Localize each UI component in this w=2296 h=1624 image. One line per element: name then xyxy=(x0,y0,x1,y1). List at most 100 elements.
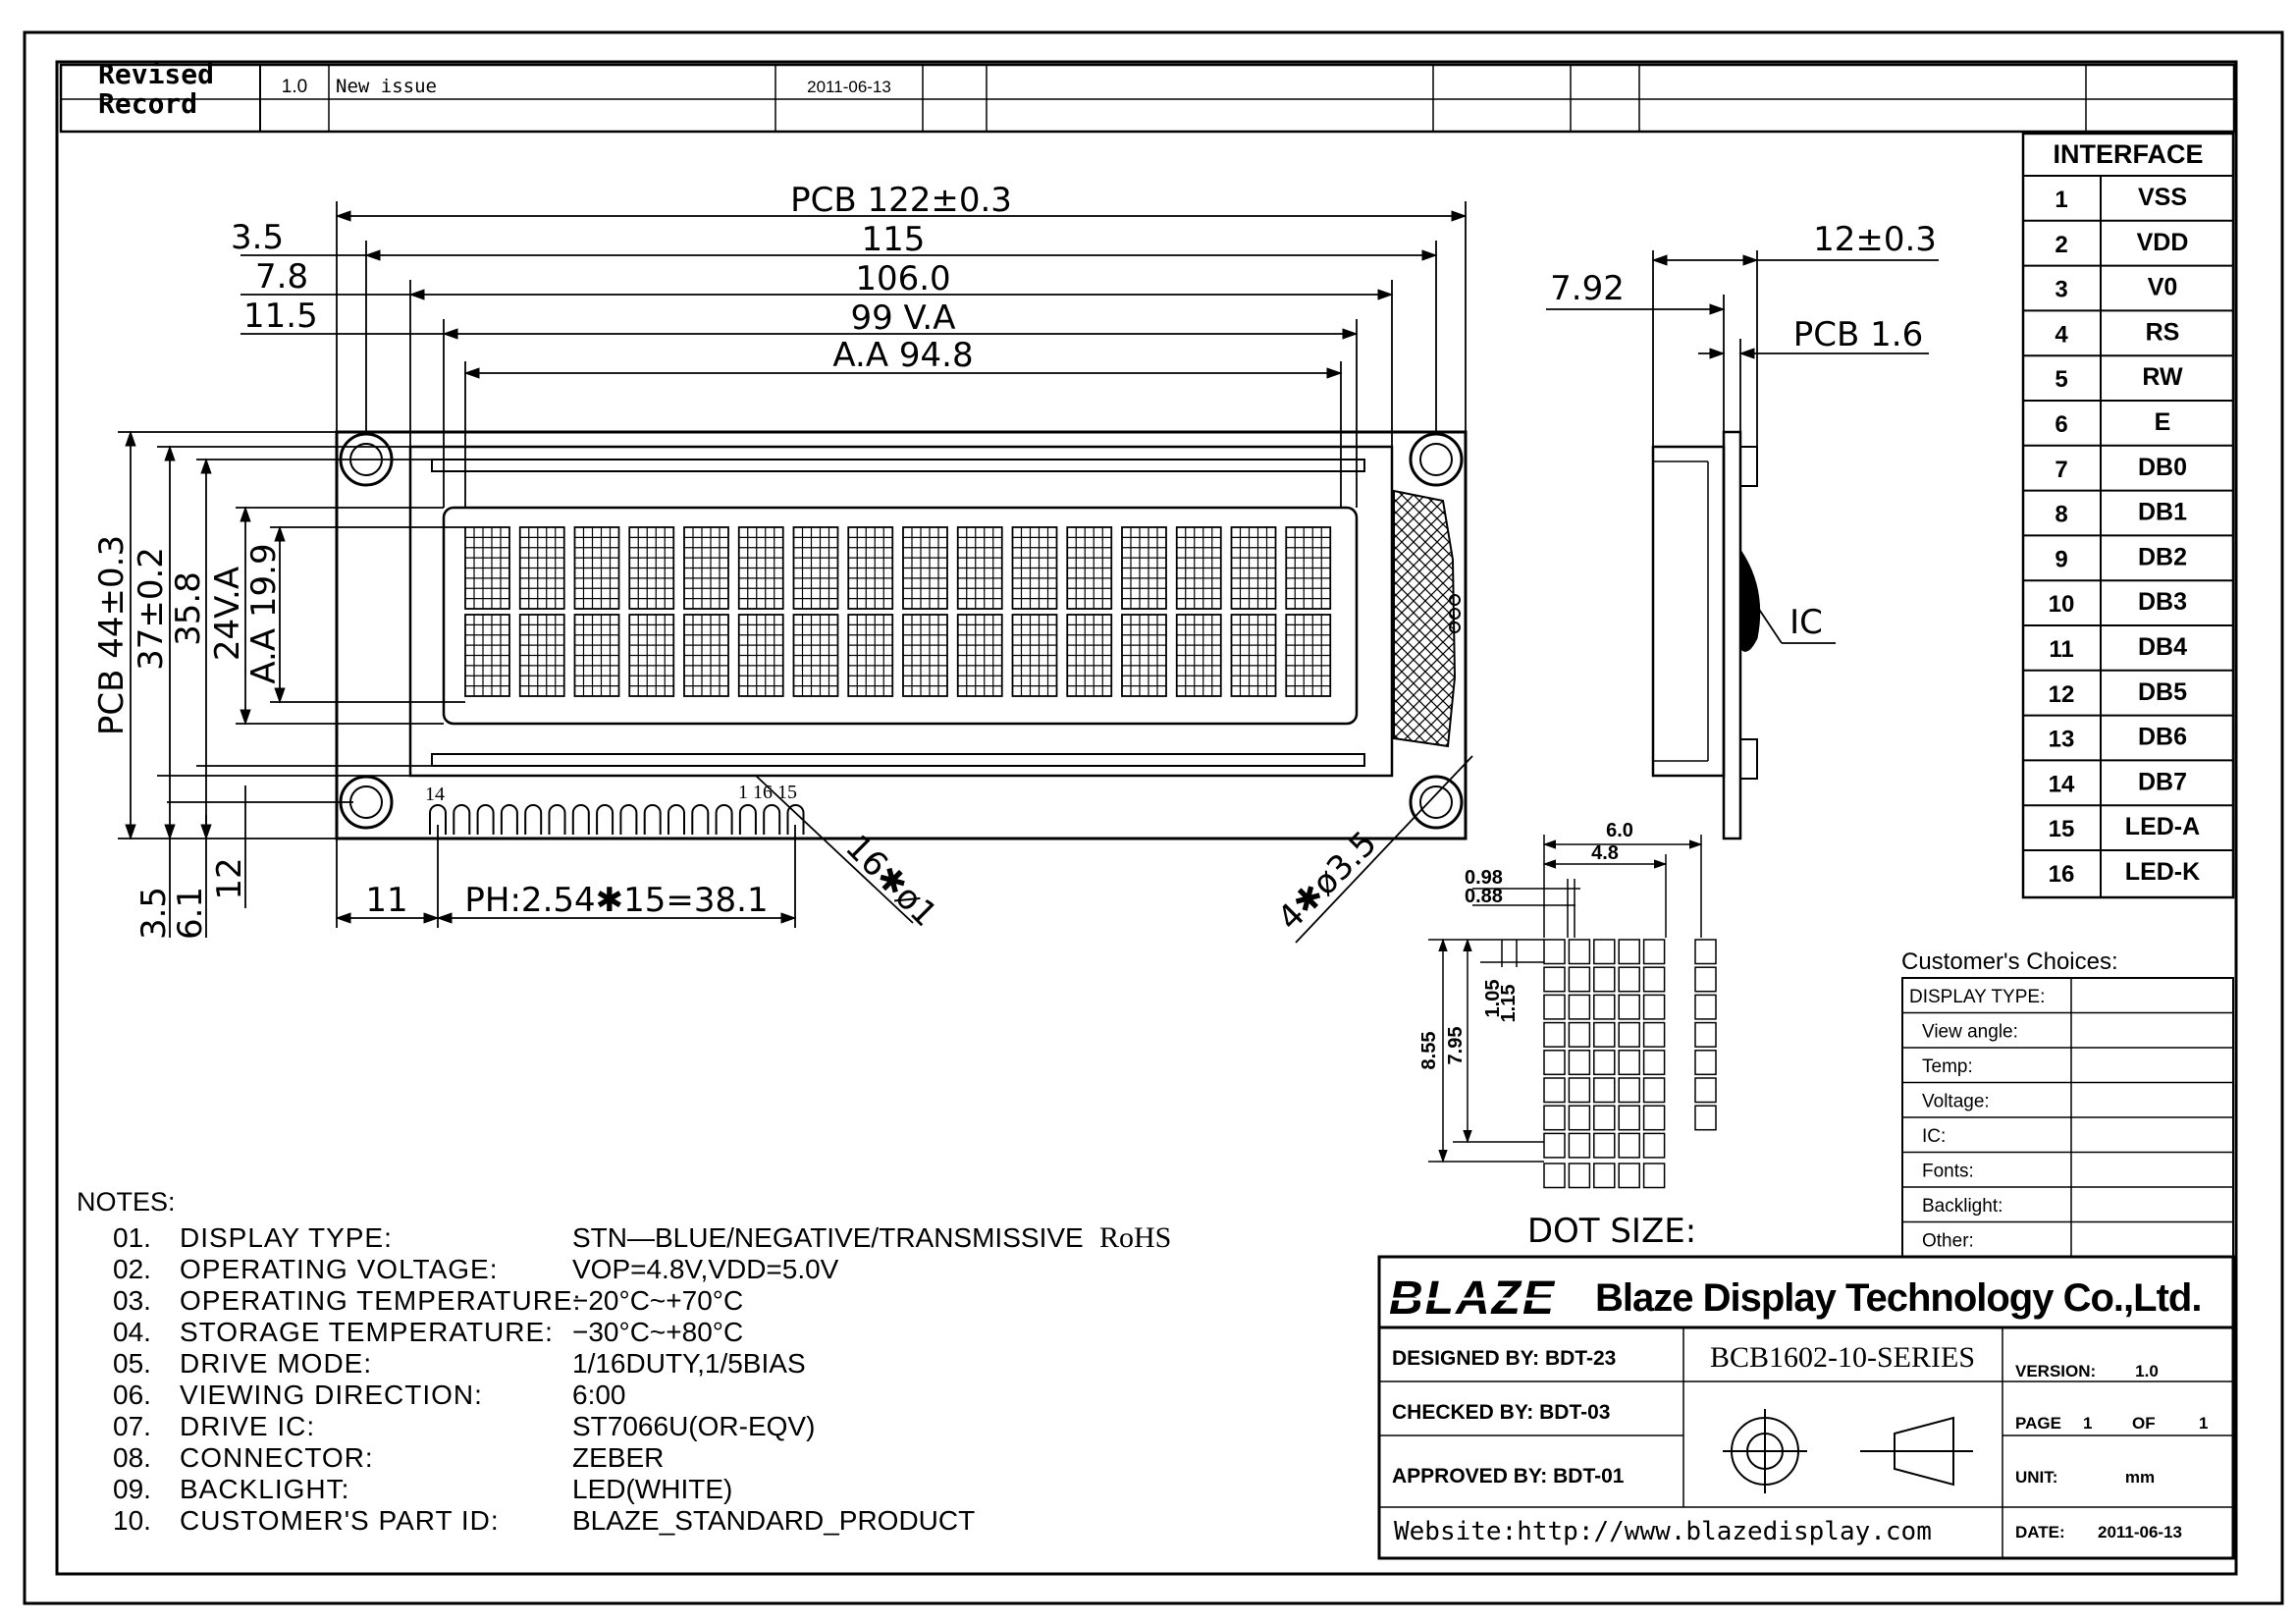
dim-bottom-3-5: 3.5 xyxy=(134,887,174,940)
lcd-character-cell xyxy=(573,526,620,610)
dot xyxy=(1642,994,1666,1020)
note-number: 08. xyxy=(113,1442,151,1473)
dim-8-55: 8.55 xyxy=(1418,1032,1440,1070)
projection-symbol xyxy=(1723,1409,1973,1493)
note-label: CONNECTOR: xyxy=(180,1442,374,1473)
of-value: 1 xyxy=(2199,1414,2208,1433)
dot xyxy=(1543,1077,1566,1104)
pin-name: RW xyxy=(2142,363,2183,391)
customer-choice-label: Fonts: xyxy=(1922,1162,1974,1182)
pin-name: RS xyxy=(2146,318,2180,346)
note-label: VIEWING DIRECTION: xyxy=(180,1380,483,1410)
dot xyxy=(1642,1105,1666,1131)
dim-0-88: 0.88 xyxy=(1465,886,1503,907)
dim-37: 37±0.2 xyxy=(132,547,171,671)
note-number: 02. xyxy=(113,1254,151,1284)
dot xyxy=(1593,939,1616,965)
dim-bottom-12: 12 xyxy=(210,857,249,899)
dim-thickness: 12±0.3 xyxy=(1813,220,1937,259)
date-value: 2011-06-13 xyxy=(2098,1523,2182,1542)
dot xyxy=(1642,1132,1666,1159)
pin-number: 2 xyxy=(2055,232,2067,258)
model-number: BCB1602-10-SERIES xyxy=(1710,1341,1975,1374)
front-view: 14 1 16 15 xyxy=(335,430,1468,840)
connector-pin xyxy=(643,804,662,835)
dim-bottom-6-1: 6.1 xyxy=(171,887,210,940)
company-name: Blaze Display Technology Co.,Ltd. xyxy=(1595,1276,2201,1320)
pin-name: DB1 xyxy=(2138,499,2187,526)
dim-6-0: 6.0 xyxy=(1606,820,1633,841)
dim-mount-hole: 4✱ø3.5 xyxy=(1270,824,1385,939)
dot xyxy=(1642,1021,1666,1048)
pin-number: 5 xyxy=(2055,366,2067,393)
dot xyxy=(1642,1163,1666,1189)
note-label: CUSTOMER'S PART ID: xyxy=(180,1505,500,1536)
dot xyxy=(1568,1105,1591,1131)
version-value: 1.0 xyxy=(2135,1362,2159,1380)
dot xyxy=(1543,1050,1566,1076)
dot xyxy=(1543,1021,1566,1048)
note-number: 04. xyxy=(113,1317,151,1347)
dot xyxy=(1568,966,1591,993)
lcd-character-cell xyxy=(902,526,948,610)
dim-106: 106.0 xyxy=(855,259,950,298)
note-value: ST7066U(OR-EQV) xyxy=(572,1411,815,1441)
lcd-character-cell xyxy=(847,526,894,610)
dot xyxy=(1543,1105,1566,1131)
dim-1-05: 1.05 xyxy=(1482,980,1504,1018)
dot xyxy=(1618,939,1640,965)
dim-pin-pitch: PH:2.54✱15=38.1 xyxy=(464,881,768,920)
lcd-character-cell xyxy=(792,526,839,610)
lcd-character-cell xyxy=(683,526,729,610)
pins-1-16-15-label: 1 16 15 xyxy=(738,782,797,803)
dim-0-98: 0.98 xyxy=(1465,867,1503,889)
dot xyxy=(1593,994,1616,1020)
pin-name: V0 xyxy=(2148,274,2178,301)
customer-choice-label: Backlight: xyxy=(1922,1196,2002,1217)
connector-pin xyxy=(429,804,447,835)
dim-pcb-thickness: PCB 1.6 xyxy=(1793,315,1923,354)
dot xyxy=(1568,1021,1591,1048)
website: Website:http://www.blazedisplay.com xyxy=(1394,1517,1932,1546)
customer-choice-label: IC: xyxy=(1922,1126,1946,1147)
lcd-character-cell xyxy=(792,614,839,697)
dot xyxy=(1593,1021,1616,1048)
pin-number: 13 xyxy=(2049,727,2075,753)
lcd-character-cell xyxy=(1230,526,1277,610)
lcd-character-cell xyxy=(1175,614,1222,697)
lcd-character-cell xyxy=(956,526,1003,610)
pin-name: LED-K xyxy=(2125,858,2200,886)
note-number: 05. xyxy=(113,1348,151,1379)
connector-pin xyxy=(763,804,781,835)
dim-4-8: 4.8 xyxy=(1591,842,1619,864)
lcd-character-cell xyxy=(518,614,565,697)
page-value: 1 xyxy=(2083,1414,2092,1433)
connector-pin xyxy=(786,804,805,835)
lcd-character-cell xyxy=(628,614,675,697)
dot xyxy=(1593,1105,1616,1131)
dot xyxy=(1593,1132,1616,1159)
lcd-character-cell xyxy=(1230,614,1277,697)
pin-number: 15 xyxy=(2049,816,2075,842)
lcd-character-cell xyxy=(464,526,510,610)
pin-14-label: 14 xyxy=(425,784,445,805)
dot xyxy=(1618,1077,1640,1104)
unit-value: mm xyxy=(2125,1468,2155,1487)
pin-name: DB4 xyxy=(2138,633,2187,661)
lcd-character-cell xyxy=(573,614,620,697)
lcd-character-cell xyxy=(737,614,784,697)
dot xyxy=(1618,1163,1640,1189)
dot xyxy=(1694,1021,1717,1048)
dot xyxy=(1694,1105,1717,1131)
lcd-character-cell xyxy=(1175,526,1222,610)
checked-by: CHECKED BY: BDT-03 xyxy=(1392,1401,1610,1424)
dim-left-3-5: 3.5 xyxy=(231,218,284,257)
note-label: BACKLIGHT: xyxy=(180,1474,349,1504)
dot xyxy=(1642,939,1666,965)
dim-pcb-height: PCB 44±0.3 xyxy=(92,535,132,735)
customer-title: Customer's Choices: xyxy=(1901,948,2118,975)
lcd-character-cell xyxy=(464,614,510,697)
dot xyxy=(1694,939,1717,965)
